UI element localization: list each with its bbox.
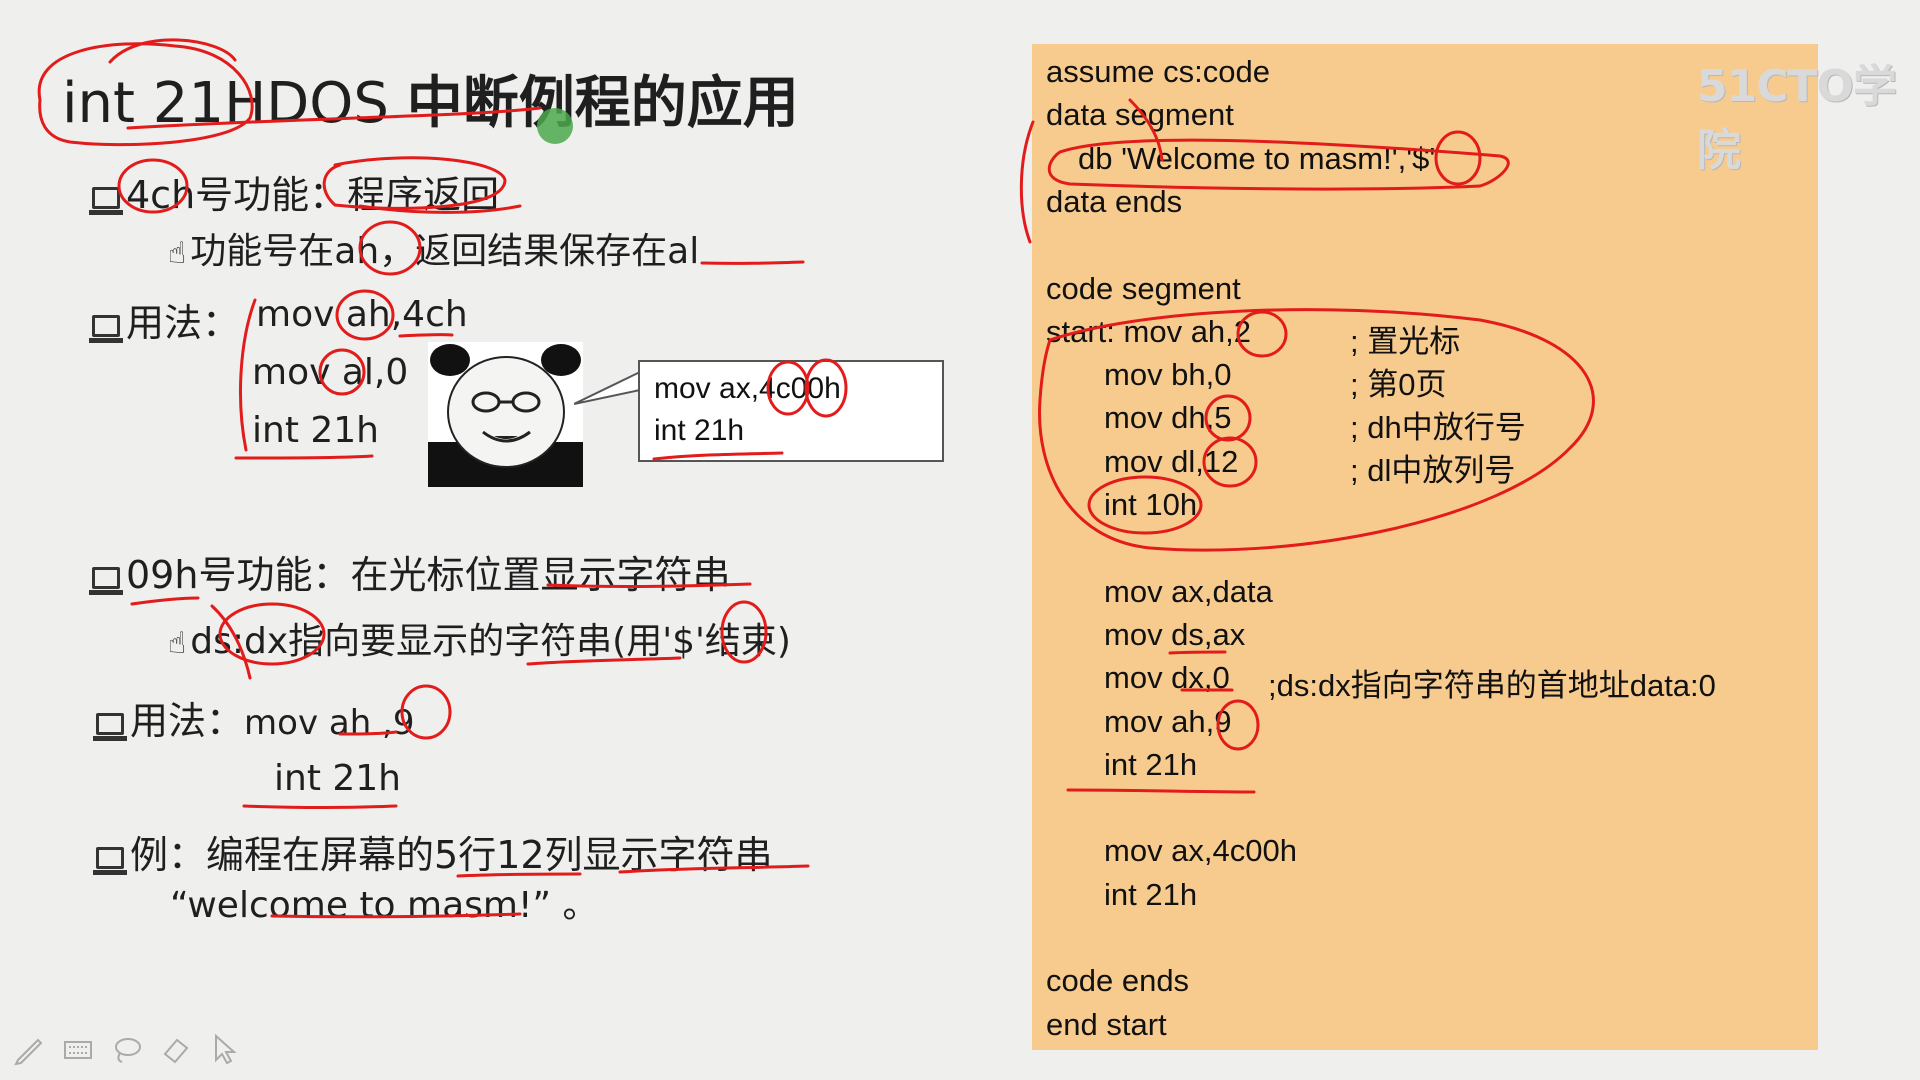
code-line: mov ax,4c00h: [1104, 833, 1297, 869]
code-line: mov ax,data: [1104, 573, 1273, 609]
example-string: “welcome to masm!” 。: [170, 885, 599, 926]
computer-icon: [89, 566, 123, 595]
code-comment-1: ; 置光标: [1350, 324, 1461, 359]
example-label: 例：: [130, 833, 207, 877]
bullet1-sub: ☝功能号在ah，返回结果保存在al: [168, 222, 699, 274]
slide-title: int 21HDOS 中断例程的应用: [62, 58, 799, 139]
bullet1-desc: 程序返回: [347, 173, 500, 217]
bullet1-sub-text: 功能号在ah，返回结果保存在al: [190, 231, 700, 272]
code-comment-3: ; dh中放行号: [1350, 410, 1526, 445]
title-latin: int 21HDOS: [62, 71, 407, 136]
computer-icon: [89, 186, 123, 215]
computer-icon: [93, 846, 127, 875]
hand-pointer-icon: ☝: [168, 235, 187, 271]
hand-pointer-icon: ☝: [168, 625, 187, 661]
code-line: db 'Welcome to masm!','$': [1078, 140, 1436, 176]
usage1: 用法：: [89, 292, 241, 347]
bullet2-sub-text: ds:dx指向要显示的字符串(用'$'结束): [190, 621, 791, 662]
callout-line-2: int 21h: [654, 414, 745, 447]
code-line: mov ah,9: [1104, 703, 1232, 739]
bullet-09h: 09h号功能：在光标位置显示字符串: [89, 544, 731, 599]
cursor-icon[interactable]: [208, 1032, 242, 1066]
usage1-label: 用法：: [126, 301, 241, 345]
callout-line-1: mov ax,4c00h: [654, 372, 841, 405]
code-line: mov dl,12: [1104, 443, 1239, 479]
code-line: mov bh,0: [1104, 357, 1232, 393]
code-comment-5: ;ds:dx指向字符串的首地址data:0: [1268, 668, 1716, 703]
watermark-logo: 51CTO学院: [1697, 61, 1897, 176]
code-line: start: mov ah,2: [1046, 313, 1252, 349]
title-cjk: 中断例程的应用: [406, 71, 799, 136]
code-line: end start: [1046, 1006, 1167, 1042]
usage2: 用法：mov ah ,9: [93, 690, 415, 745]
bullet2-sub: ☝ds:dx指向要显示的字符串(用'$'结束): [168, 612, 791, 664]
panda-meme-image: [428, 342, 583, 487]
callout-pointer: [574, 371, 640, 405]
bullet-4ch: 4ch号功能：程序返回: [89, 164, 500, 219]
code-line: assume cs:code: [1046, 54, 1270, 89]
keyboard-icon[interactable]: [61, 1032, 95, 1066]
bullet2-desc: 在光标位置显示字符串: [350, 553, 731, 597]
example-text: 编程在屏幕的5行12列显示字符串: [206, 833, 773, 877]
usage1-line-1: mov ah,4ch: [256, 294, 468, 335]
code-line: data segment: [1046, 97, 1234, 133]
code-line: code ends: [1046, 963, 1190, 999]
bullet1-number: 4ch: [126, 173, 196, 217]
pen-icon[interactable]: [12, 1032, 46, 1066]
usage2-line-2: int 21h: [274, 758, 402, 799]
callout-box: mov ax,4c00h int 21h: [638, 360, 944, 462]
eraser-icon[interactable]: [159, 1032, 193, 1066]
code-line: data ends: [1046, 183, 1183, 219]
bullet2-number: 09h: [126, 553, 199, 597]
bullet2-label: 号功能：: [198, 553, 351, 597]
usage1-line-3: int 21h: [252, 410, 380, 451]
computer-icon: [93, 712, 127, 741]
usage2-line-1: mov ah ,9: [244, 703, 415, 743]
code-line: mov ds,ax: [1104, 616, 1246, 652]
computer-icon: [89, 314, 123, 343]
bullet1-label: 号功能：: [195, 173, 348, 217]
code-line: int 10h: [1104, 487, 1198, 522]
lasso-icon[interactable]: [110, 1032, 144, 1066]
usage2-label: 用法：: [130, 699, 245, 743]
code-line: mov dh,5: [1104, 400, 1232, 436]
code-line: int 21h: [1104, 746, 1198, 782]
example: 例：编程在屏幕的5行12列显示字符串: [93, 824, 773, 879]
code-comment-2: ; 第0页: [1350, 367, 1447, 402]
usage1-line-2: mov al,0: [252, 352, 409, 393]
code-line: int 21h: [1104, 876, 1198, 912]
annotation-toolbar: [12, 1032, 252, 1070]
code-line: mov dx,0: [1104, 660, 1230, 696]
code-line: code segment: [1046, 270, 1241, 306]
code-comment-4: ; dl中放列号: [1350, 453, 1516, 488]
